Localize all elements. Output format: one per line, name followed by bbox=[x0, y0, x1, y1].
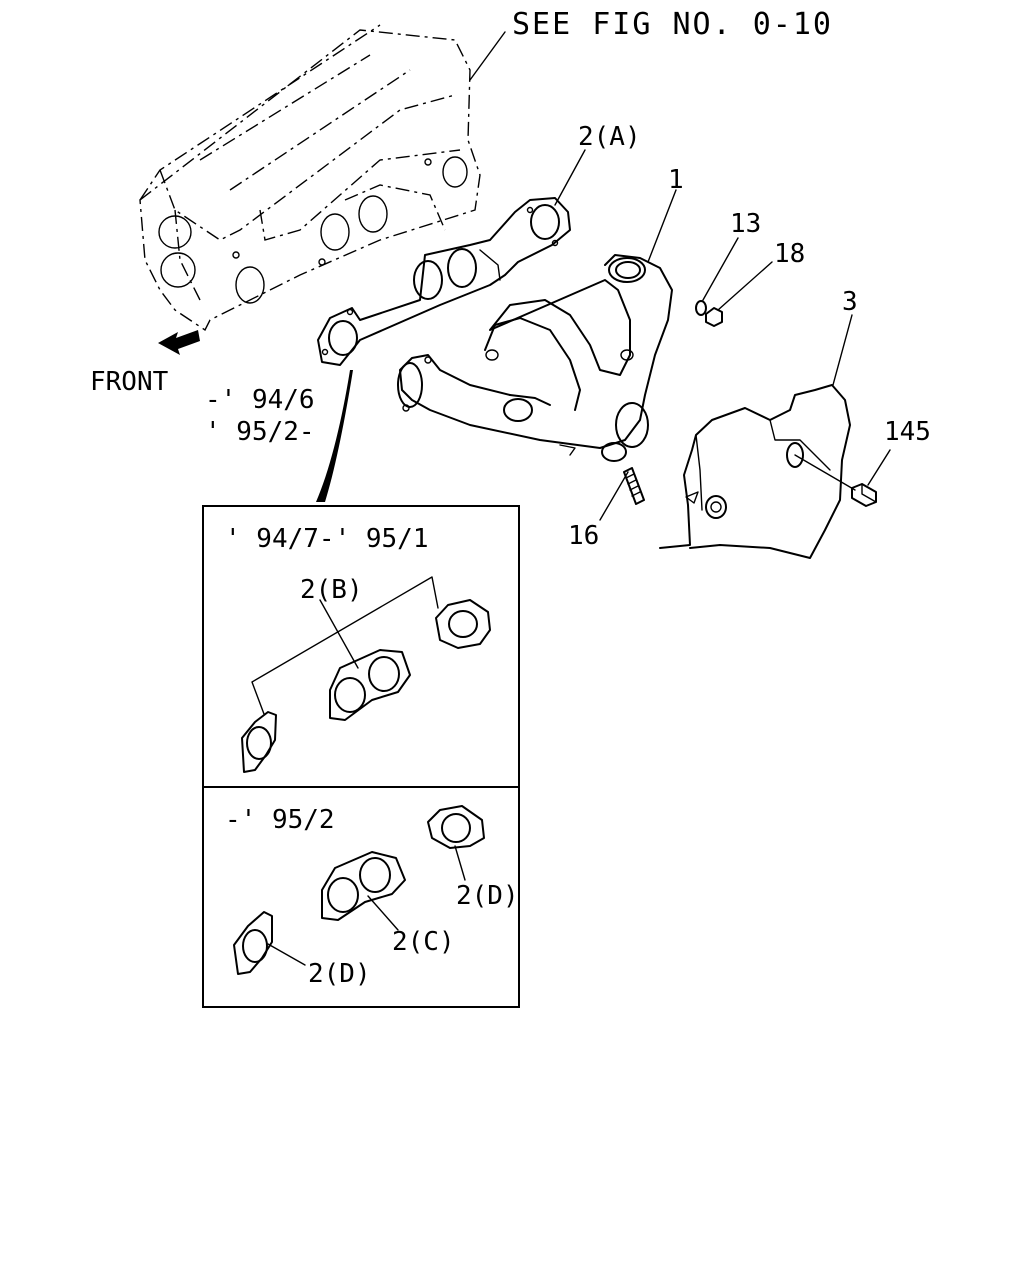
date-range-main-1: -' 94/6 bbox=[205, 385, 315, 415]
gasket-b-left bbox=[241, 711, 277, 773]
gasket-b-middle bbox=[329, 649, 411, 721]
inset-bottom-label-gasket-d-upper: 2(D) bbox=[456, 881, 519, 911]
stud-leader bbox=[599, 471, 629, 521]
gasket-d-upper bbox=[427, 805, 485, 849]
gasket-c bbox=[321, 851, 406, 921]
gasket-d-lower-leader bbox=[267, 943, 306, 966]
callout-nut: 18 bbox=[774, 239, 805, 269]
cylinder-head-outline bbox=[139, 24, 481, 332]
inset-pointer bbox=[316, 370, 353, 502]
stud bbox=[623, 467, 645, 505]
inset-bottom-label-gasket-d-lower: 2(D) bbox=[308, 959, 371, 989]
date-range-main-2: ' 95/2- bbox=[205, 417, 315, 447]
bolt-leader bbox=[867, 449, 891, 486]
heat-shield-leader bbox=[832, 314, 853, 386]
inset-top-date-range: ' 94/7-' 95/1 bbox=[225, 524, 429, 554]
gasket-d-lower bbox=[233, 911, 273, 975]
front-arrow-icon bbox=[158, 330, 200, 355]
callout-bolt: 145 bbox=[884, 417, 931, 447]
gasket-a-leader bbox=[554, 149, 586, 206]
callout-heat-shield: 3 bbox=[842, 287, 858, 317]
reference-leader bbox=[469, 31, 506, 81]
gasket-b-bracket bbox=[251, 576, 439, 715]
callout-washer: 13 bbox=[730, 209, 761, 239]
front-label: FRONT bbox=[90, 367, 169, 397]
callout-manifold: 1 bbox=[668, 165, 684, 195]
reference-note: SEE FIG NO. 0-10 bbox=[512, 7, 833, 42]
gasket-a bbox=[317, 197, 571, 366]
manifold-leader bbox=[647, 189, 677, 263]
exhaust-manifold bbox=[397, 254, 673, 462]
washer-leader bbox=[702, 237, 739, 301]
gasket-c-leader bbox=[367, 895, 399, 931]
gasket-d-upper-leader bbox=[454, 845, 466, 881]
nut-leader bbox=[717, 261, 773, 311]
callout-stud: 16 bbox=[568, 521, 599, 551]
inset-bottom-box bbox=[202, 786, 520, 1008]
callout-gasket-a: 2(A) bbox=[578, 122, 641, 152]
inset-bottom-date-range: -' 95/2 bbox=[225, 805, 335, 835]
inset-bottom-label-gasket-c: 2(C) bbox=[392, 927, 455, 957]
washer bbox=[695, 300, 707, 316]
nut bbox=[705, 307, 723, 327]
bolt bbox=[794, 454, 877, 507]
heat-shield bbox=[659, 384, 851, 559]
inset-top-label-gasket-b: 2(B) bbox=[300, 575, 363, 605]
gasket-b-right bbox=[435, 599, 491, 649]
